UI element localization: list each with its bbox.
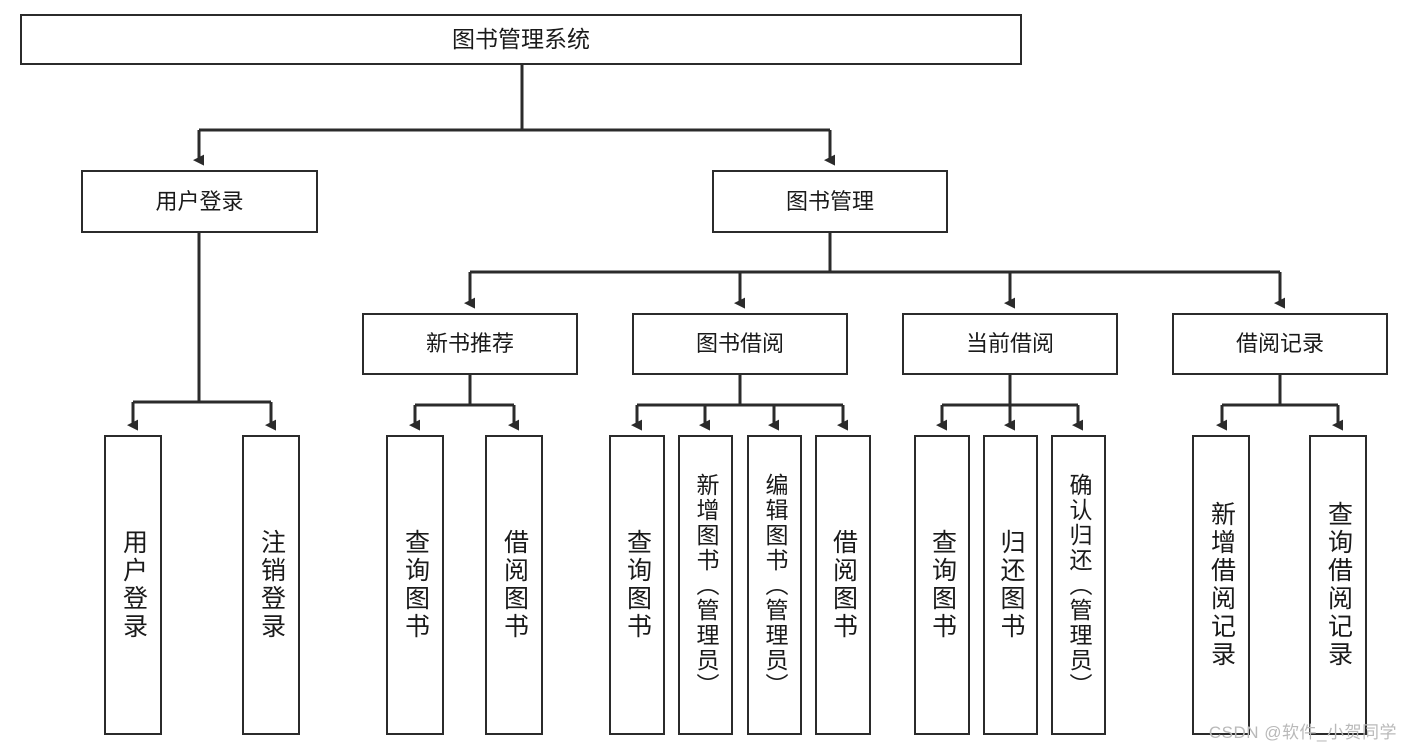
- node-label: 当前借阅: [965, 331, 1054, 357]
- leaf-query-book-current[interactable]: 查询图书: [914, 435, 970, 735]
- node-label: 确认归还（管理员）: [1066, 472, 1092, 698]
- node-label: 编辑图书（管理员）: [762, 472, 788, 698]
- leaf-edit-book-admin[interactable]: 编辑图书（管理员）: [747, 435, 802, 735]
- node-label: 图书借阅: [695, 331, 784, 357]
- node-label: 查询借阅记录: [1324, 501, 1353, 669]
- leaf-query-book-borrow[interactable]: 查询图书: [609, 435, 665, 735]
- leaf-confirm-return-admin[interactable]: 确认归还（管理员）: [1051, 435, 1106, 735]
- node-current-borrow[interactable]: 当前借阅: [902, 313, 1118, 375]
- node-label: 图书管理: [785, 188, 874, 214]
- node-root-system[interactable]: 图书管理系统: [20, 14, 1022, 65]
- leaf-return-book[interactable]: 归还图书: [983, 435, 1038, 735]
- leaf-borrow-book-recommend[interactable]: 借阅图书: [485, 435, 543, 735]
- node-label: 借阅图书: [500, 529, 529, 641]
- node-label: 查询图书: [928, 529, 957, 641]
- node-label: 图书管理系统: [452, 26, 590, 53]
- node-label: 借阅图书: [829, 529, 858, 641]
- node-label: 新书推荐: [425, 331, 514, 357]
- node-label: 用户登录: [119, 529, 148, 641]
- leaf-borrow-book[interactable]: 借阅图书: [815, 435, 871, 735]
- node-borrow-record[interactable]: 借阅记录: [1172, 313, 1388, 375]
- leaf-query-borrow-record[interactable]: 查询借阅记录: [1309, 435, 1367, 735]
- node-label: 新增图书（管理员）: [693, 472, 719, 698]
- node-label: 新增借阅记录: [1207, 501, 1236, 669]
- csdn-watermark: CSDN @软件_小贺同学: [1208, 723, 1397, 742]
- leaf-add-borrow-record[interactable]: 新增借阅记录: [1192, 435, 1250, 735]
- node-label: 查询图书: [401, 529, 430, 641]
- node-book-management[interactable]: 图书管理: [712, 170, 948, 233]
- leaf-user-login[interactable]: 用户登录: [104, 435, 162, 735]
- node-new-book-recommend[interactable]: 新书推荐: [362, 313, 578, 375]
- node-label: 用户登录: [155, 188, 244, 214]
- node-book-borrow[interactable]: 图书借阅: [632, 313, 848, 375]
- node-label: 注销登录: [257, 529, 286, 641]
- leaf-logout[interactable]: 注销登录: [242, 435, 300, 735]
- node-user-login[interactable]: 用户登录: [81, 170, 318, 233]
- leaf-query-book-recommend[interactable]: 查询图书: [386, 435, 444, 735]
- node-label: 归还图书: [997, 529, 1025, 641]
- node-label: 查询图书: [623, 529, 652, 641]
- node-label: 借阅记录: [1235, 331, 1324, 357]
- leaf-add-book-admin[interactable]: 新增图书（管理员）: [678, 435, 733, 735]
